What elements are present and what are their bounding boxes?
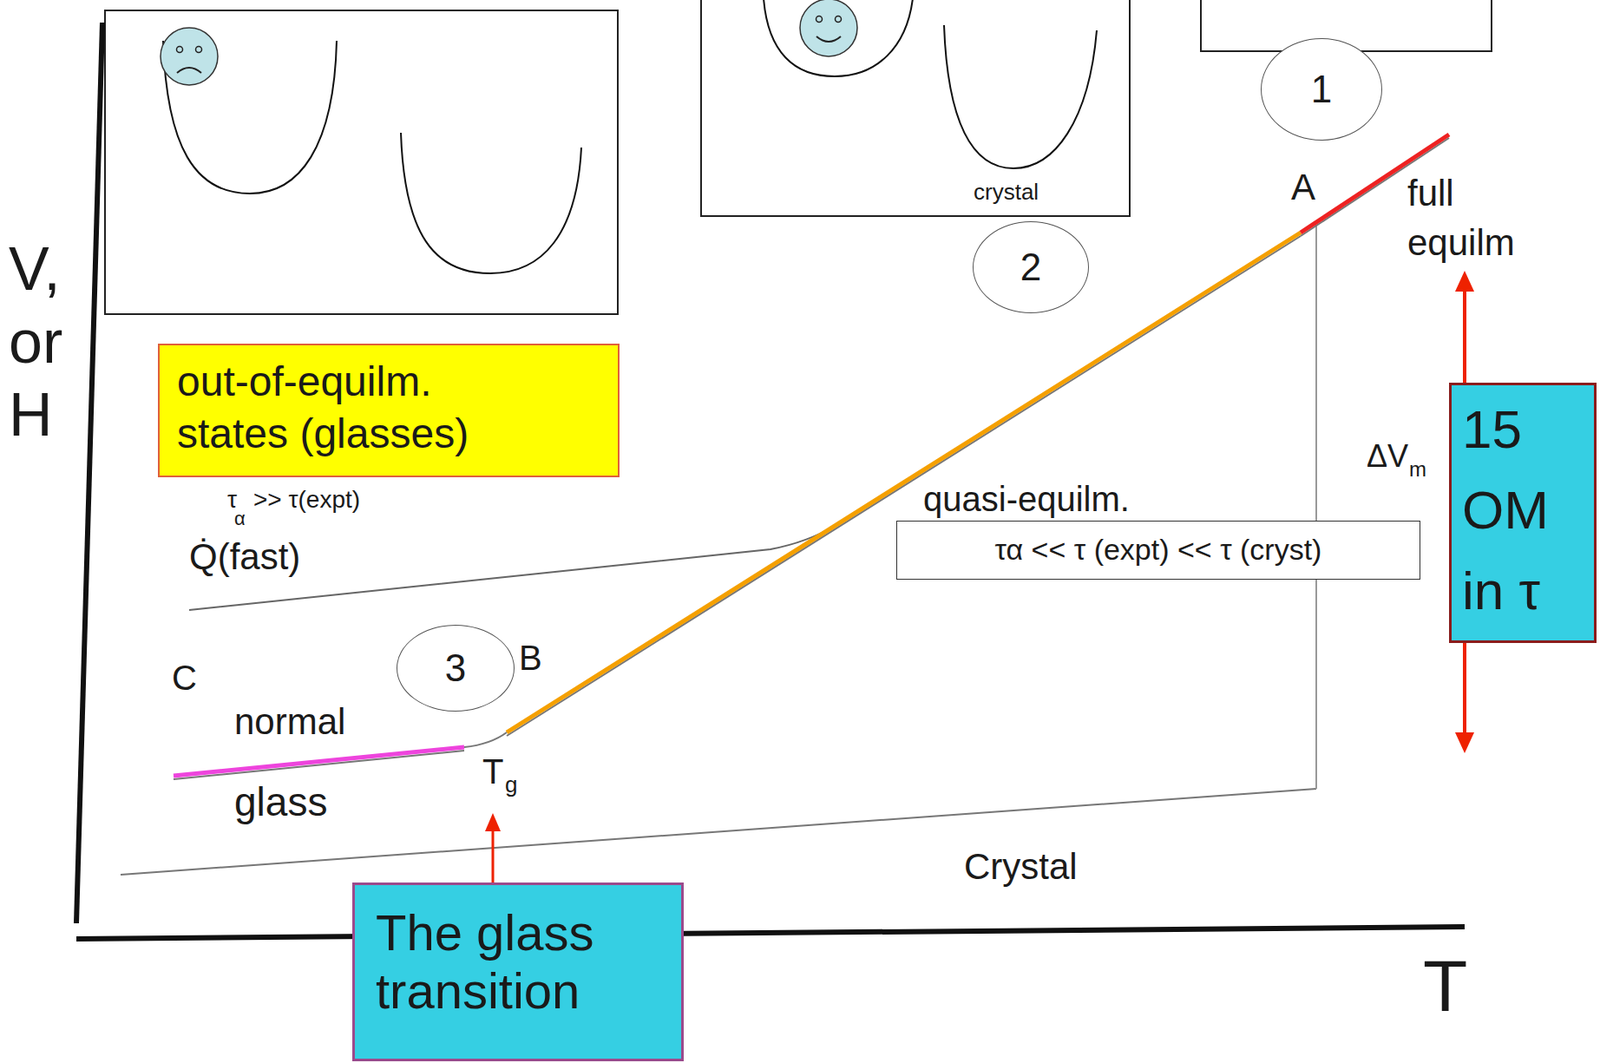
callout-circle: 3	[396, 624, 515, 712]
arrow-head	[485, 813, 501, 832]
condition-label: >> τ(expt)	[253, 485, 361, 514]
note-box: 15 OM in τ	[1449, 382, 1597, 643]
temperature-label: T	[482, 751, 504, 792]
highlight-box: The glass transition	[352, 882, 684, 1062]
highlight-text: The glass transition	[375, 904, 661, 1020]
condition-box: quasi-equilm.τα << τ (expt) << τ (cryst)	[896, 520, 1421, 580]
sad-face	[160, 27, 218, 86]
x-axis	[76, 926, 1465, 939]
point-label: B	[518, 637, 543, 678]
transition-curve	[464, 732, 507, 748]
happy-face	[800, 0, 858, 57]
face-eye	[816, 16, 823, 23]
subscript: g	[504, 772, 518, 799]
condition-text: τα << τ (expt) << τ (cryst)	[905, 531, 1411, 568]
point-label: C	[171, 657, 197, 698]
glass-segment	[173, 747, 465, 776]
region-heading: quasi-equilm.	[923, 478, 1130, 520]
axis-label: T	[1422, 944, 1468, 1029]
curve-label: normal	[234, 701, 346, 743]
state-box: out-of-equilm. states (glasses)	[157, 343, 620, 478]
glass-curve	[173, 750, 465, 780]
curve-label: Q̇(fast)	[189, 536, 301, 578]
quantity-label: ΔV	[1366, 438, 1409, 474]
point-label: A	[1291, 166, 1316, 209]
fast-quench-curve	[189, 525, 835, 610]
axis-label: V, or H	[8, 232, 79, 452]
callout-number: 2	[1020, 244, 1042, 291]
panel-label: crystal	[973, 178, 1039, 206]
callout-circle: 2	[972, 221, 1089, 314]
pointer-arrow	[491, 828, 495, 883]
face-eye	[196, 46, 203, 53]
inset-frame	[104, 10, 618, 315]
subscript: m	[1409, 457, 1427, 482]
energy-well	[763, 0, 913, 77]
subscript: α	[234, 507, 246, 530]
face-mouth	[816, 36, 841, 42]
callout-number: 3	[445, 645, 466, 692]
arrow-head	[1455, 732, 1475, 754]
y-axis	[76, 22, 103, 924]
face-mouth	[177, 67, 202, 73]
curve-label: glass	[234, 779, 328, 826]
face-eye	[177, 46, 184, 53]
liquid-curve	[506, 236, 1301, 736]
note-text: 15 OM in τ	[1462, 388, 1584, 631]
arrow-head	[1455, 270, 1475, 292]
energy-well	[944, 25, 1097, 169]
face-eye	[835, 16, 842, 23]
energy-well	[400, 132, 582, 274]
callout-number: 1	[1311, 66, 1332, 113]
supercooled-liquid-segment	[506, 232, 1301, 733]
state-text: out-of-equilm. states (glasses)	[177, 355, 490, 460]
callout-circle: 1	[1260, 38, 1383, 141]
curve-label: Crystal	[963, 845, 1078, 888]
melting-line	[1315, 224, 1318, 789]
inset-panel: crystal	[700, 0, 1131, 217]
region-label: full equilm	[1407, 169, 1525, 268]
